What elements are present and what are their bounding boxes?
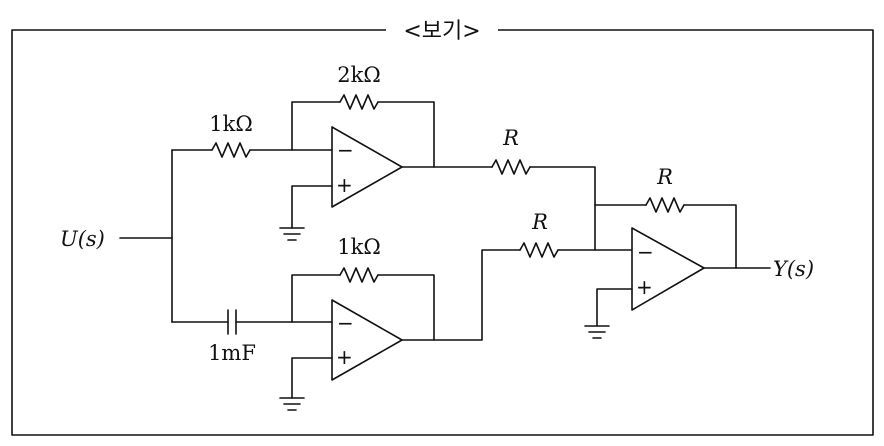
diagram-border (11, 29, 874, 436)
opamp-sum-minus: − (637, 240, 654, 264)
label-r-top-input: 1kΩ (209, 112, 253, 136)
ground-symbol-bottom (279, 397, 305, 411)
label-output: Y(s) (773, 257, 814, 281)
wire-top-feedback-right (377, 101, 435, 168)
resistor-sum-feedback (645, 197, 685, 213)
opamp-top (331, 126, 403, 208)
wire-bottom-feedback (291, 274, 341, 323)
ground-symbol-sum (584, 325, 610, 339)
diagram-title: <보기> (403, 19, 480, 44)
opamp-sum-plus: + (636, 275, 653, 299)
wire-sum-feedback-right (683, 204, 737, 269)
opamp-top-plus: + (336, 173, 353, 197)
resistor-top-feedback (339, 94, 379, 110)
wire-top-ground (291, 185, 333, 229)
opamp-bottom-minus: − (337, 311, 354, 335)
label-r-sum-feedback: R (656, 165, 673, 189)
label-r-bottom-feedback: 1kΩ (337, 235, 381, 259)
label-c-bottom-input: 1mF (208, 341, 256, 365)
title-mask (386, 14, 498, 48)
wire-bottom-ground (291, 357, 333, 399)
resistor-top-input (211, 142, 251, 158)
label-r-sum-upper: R (502, 126, 519, 150)
wire-bottom-feedback-right (377, 274, 435, 341)
wire-sum-ground (596, 288, 633, 327)
wire-sum-upper-right (529, 166, 596, 251)
wire-top-feedback (291, 101, 341, 151)
label-r-sum-lower: R (531, 210, 548, 234)
opamp-bottom (331, 299, 403, 381)
opamp-bottom-plus: + (336, 345, 353, 369)
label-r-top-feedback: 2kΩ (337, 63, 381, 87)
ground-symbol-top (279, 227, 305, 241)
label-input: U(s) (60, 227, 105, 251)
resistor-bottom-feedback (339, 267, 379, 283)
opamp-sum (631, 227, 705, 311)
resistor-sum-lower (519, 242, 559, 258)
wire-bottom-output (401, 249, 521, 341)
opamp-top-minus: − (337, 138, 354, 162)
resistor-sum-upper (491, 159, 531, 175)
capacitor-bottom-input (227, 309, 237, 335)
